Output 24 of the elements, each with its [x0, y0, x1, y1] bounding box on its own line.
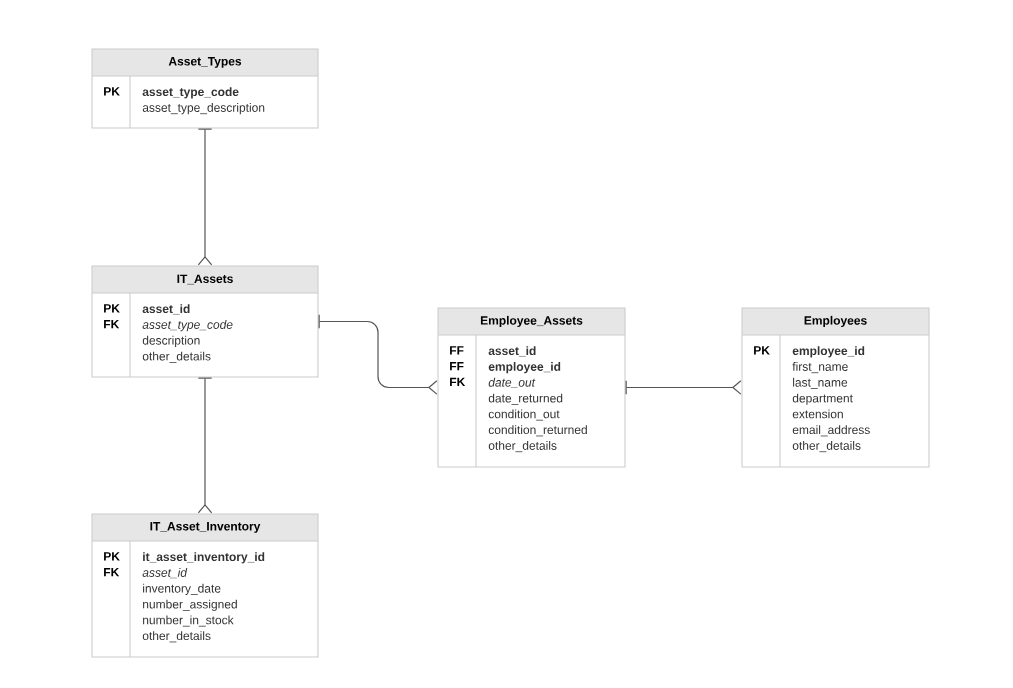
table-title: Employee_Assets: [480, 315, 583, 328]
key-labels: PK FK: [104, 304, 120, 329]
field-list: asset_id employee_id date_out date_returned condition_out condition_returned other_details: [488, 346, 587, 453]
relationship-line: [197, 128, 213, 266]
entity-table: [91, 48, 319, 129]
table-title: Asset_Types: [168, 57, 242, 68]
table-title: Employees: [804, 315, 867, 328]
key-labels: PK: [754, 346, 770, 355]
table-title: IT_Assets: [177, 274, 233, 285]
entity-table: [741, 307, 930, 468]
relationship-line: [197, 377, 213, 514]
relationship-line: [625, 380, 742, 395]
relationship-line: [318, 314, 438, 395]
field-list: employee_id first_name last_name department extension email_address other_details: [792, 346, 870, 453]
entity-table: [437, 307, 626, 468]
field-list: it_asset_inventory_id asset_id inventory_date number_assigned number_in_stock other_details: [142, 552, 265, 643]
field-list: asset_id asset_type_code description other_details: [142, 304, 233, 363]
entity-table: [91, 265, 319, 378]
key-labels: FF FF FK: [450, 346, 466, 387]
key-labels: PK: [104, 87, 120, 96]
entity-table: [91, 513, 319, 658]
key-labels: PK FK: [104, 552, 120, 577]
field-list: asset_type_code asset_type_description: [142, 87, 265, 115]
table-title: IT_Asset_Inventory: [150, 522, 261, 533]
